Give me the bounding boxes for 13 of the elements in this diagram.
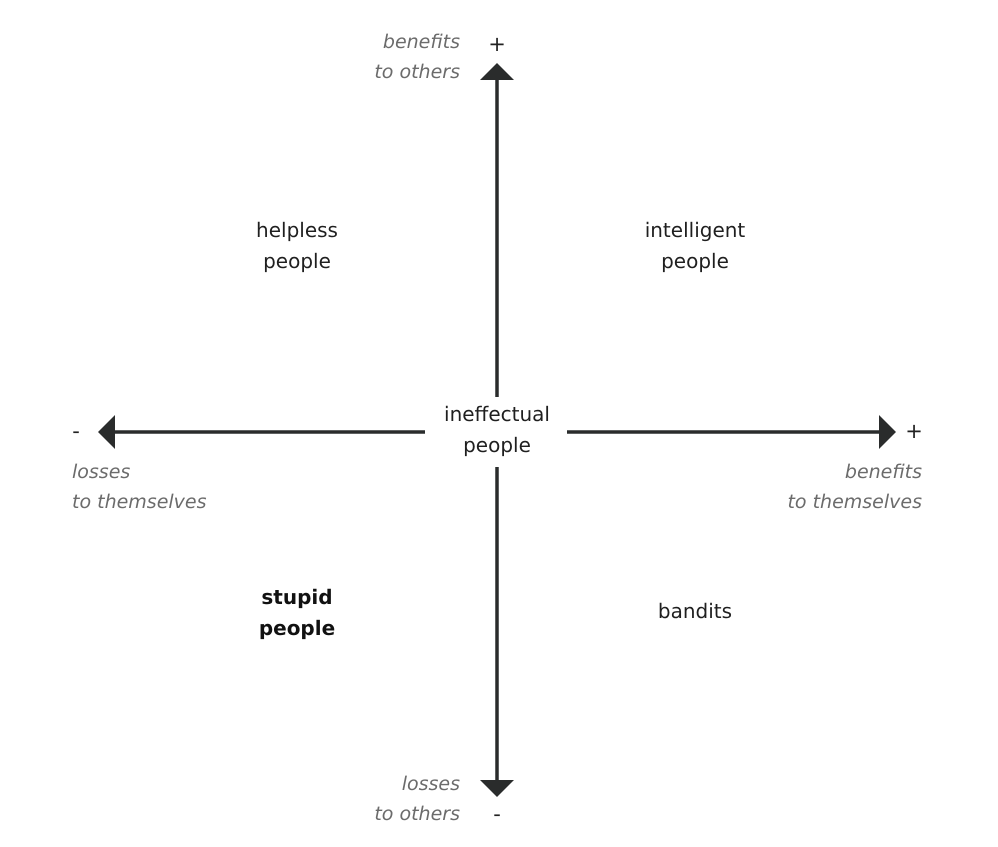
- axis-label: losses to others: [373, 772, 460, 827]
- axis-label: losses to themselves: [72, 460, 208, 515]
- quadrant-label: bandits: [656, 598, 734, 625]
- plus-sign: +: [904, 419, 924, 443]
- quadrant-label: helpless people: [255, 217, 339, 275]
- minus-sign: -: [492, 802, 502, 826]
- axis-label: benefits to themselves: [786, 460, 922, 515]
- quadrant-label: stupid people: [258, 584, 336, 642]
- axis-label: benefits to others: [373, 30, 460, 85]
- center-label: ineffectual people: [443, 401, 551, 459]
- plus-sign: +: [487, 32, 507, 56]
- quadrant-label: intelligent people: [644, 217, 746, 275]
- minus-sign: -: [71, 419, 81, 443]
